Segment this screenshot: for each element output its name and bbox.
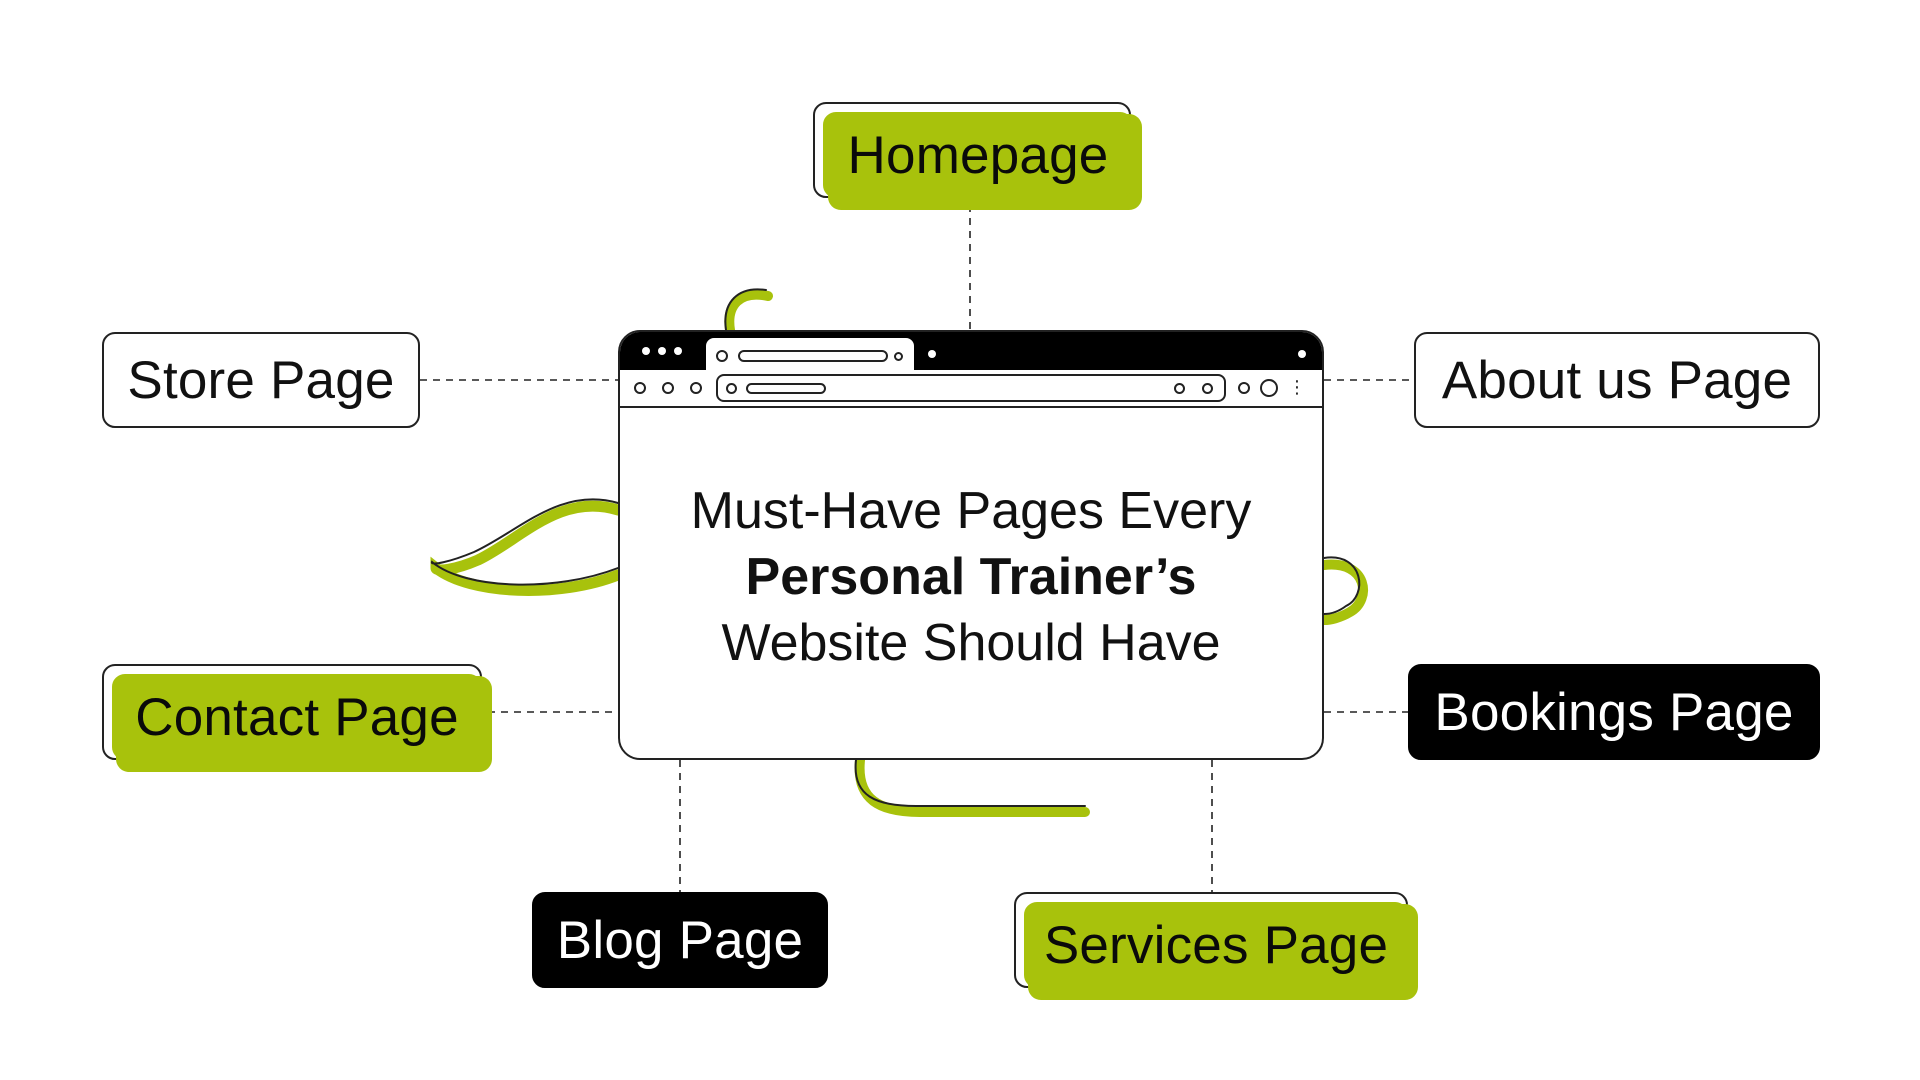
browser-toolbar: ⋮ — [620, 370, 1322, 408]
address-text-placeholder — [746, 383, 826, 394]
node-bookings-page-label: Bookings Page — [1434, 682, 1794, 742]
window-dot — [658, 347, 666, 355]
window-dot — [928, 350, 936, 358]
profile-icon[interactable] — [1238, 382, 1250, 394]
reload-icon[interactable] — [690, 382, 702, 394]
decorative-swooshes — [430, 288, 1368, 817]
diagram-headline: Must-Have Pages Every Personal Trainer’s… — [618, 478, 1324, 676]
node-store-page-label: Store Page — [127, 350, 395, 410]
node-contact-page-label: Contact Page — [135, 687, 459, 747]
address-bar[interactable] — [716, 374, 1226, 402]
node-services-page-label: Services Page — [1043, 915, 1389, 975]
node-homepage-label: Homepage — [847, 125, 1109, 185]
node-homepage[interactable]: Homepage — [823, 112, 1133, 198]
node-about-page-label: About us Page — [1441, 350, 1793, 410]
nav-forward-icon[interactable] — [662, 382, 674, 394]
account-icon[interactable] — [1260, 379, 1278, 397]
tab-title-placeholder — [738, 350, 888, 362]
node-store-page[interactable]: Store Page — [102, 332, 420, 428]
node-blog-page-label: Blog Page — [556, 910, 804, 970]
headline-line-3: Website Should Have — [721, 614, 1221, 672]
bookmark-icon[interactable] — [1174, 383, 1185, 394]
address-lock-icon — [726, 383, 737, 394]
tab-close-icon[interactable] — [894, 352, 903, 361]
window-dot — [1298, 350, 1306, 358]
window-dots-icon — [642, 347, 650, 355]
tab-favicon-icon — [716, 350, 728, 362]
browser-window: ⋮ — [618, 330, 1324, 760]
node-services-page[interactable]: Services Page — [1024, 902, 1408, 988]
node-bookings-page[interactable]: Bookings Page — [1408, 664, 1820, 760]
more-menu-icon[interactable]: ⋮ — [1288, 377, 1306, 397]
window-dot — [674, 347, 682, 355]
node-about-page[interactable]: About us Page — [1414, 332, 1820, 428]
headline-line-2: Personal Trainer’s — [745, 548, 1197, 606]
node-contact-page[interactable]: Contact Page — [112, 674, 482, 760]
extension-icon[interactable] — [1202, 383, 1213, 394]
browser-tab[interactable] — [706, 338, 914, 374]
nav-back-icon[interactable] — [634, 382, 646, 394]
headline-line-1: Must-Have Pages Every — [690, 482, 1252, 540]
node-blog-page[interactable]: Blog Page — [532, 892, 828, 988]
